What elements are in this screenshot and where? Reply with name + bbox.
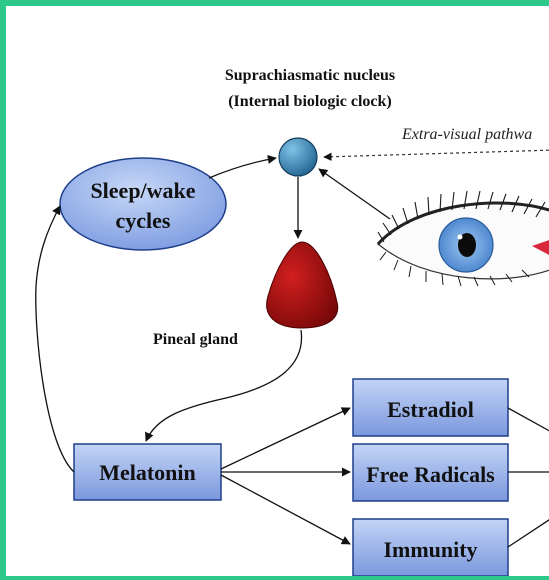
extra-visual-pathway-arrow xyxy=(324,150,549,157)
free-radicals-label: Free Radicals xyxy=(366,462,495,487)
circadian-diagram: Suprachiasmatic nucleus (Internal biolog… xyxy=(6,6,549,580)
connector-estradiol-right xyxy=(508,408,549,434)
immunity-label: Immunity xyxy=(383,537,477,562)
arrow-melatonin-to-sleep xyxy=(36,206,74,472)
arrow-sleep-to-scn xyxy=(209,158,276,178)
sleep-wake-ellipse xyxy=(60,158,226,250)
scn-node xyxy=(279,138,317,176)
pineal-gland-label: Pineal gland xyxy=(153,331,238,348)
scn-title-line2: (Internal biologic clock) xyxy=(228,93,392,110)
arrow-melatonin-to-immunity xyxy=(221,475,350,544)
pineal-gland-shape xyxy=(267,242,338,328)
eye-icon xyxy=(378,191,549,286)
sleep-wake-label-line2: cycles xyxy=(116,208,171,233)
melatonin-label: Melatonin xyxy=(99,460,196,485)
arrow-melatonin-to-estradiol xyxy=(221,408,350,469)
connector-immunity-right xyxy=(508,516,549,547)
arrow-eye-to-scn xyxy=(319,169,390,219)
scn-title-line1: Suprachiasmatic nucleus xyxy=(225,67,395,84)
sleep-wake-label-line1: Sleep/wake xyxy=(90,178,195,203)
estradiol-label: Estradiol xyxy=(387,397,474,422)
extra-visual-pathway-label: Extra-visual pathwa xyxy=(401,126,532,143)
